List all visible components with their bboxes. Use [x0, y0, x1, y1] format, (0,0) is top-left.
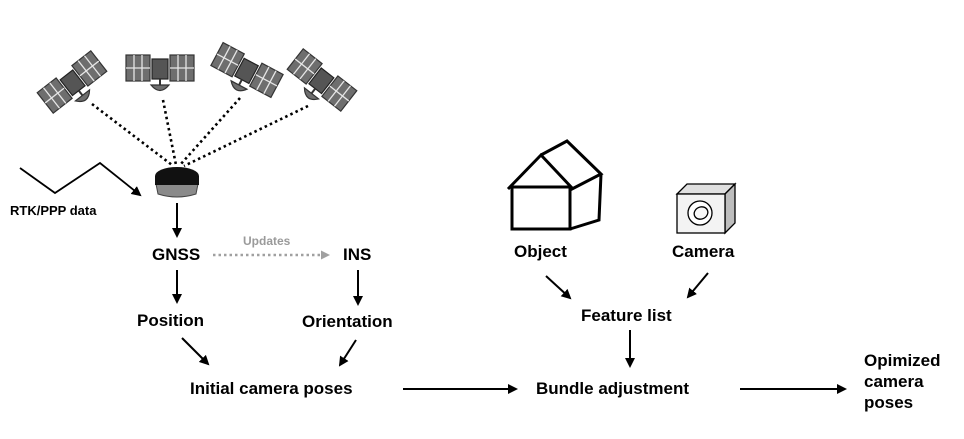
bundle-adjustment-label: Bundle adjustment: [536, 379, 690, 398]
orientation-label: Orientation: [302, 312, 393, 331]
arrow-position-initial: [181, 337, 210, 366]
satellite-icon: [36, 49, 114, 122]
optimized-camera-poses-label: Opimized camera poses: [864, 350, 941, 413]
arrow-object-feature: [545, 275, 572, 300]
updates-label: Updates: [243, 234, 291, 248]
satellite-icon: [205, 41, 285, 107]
satellite-icon: [280, 47, 358, 120]
optimized-line-2: camera: [864, 372, 924, 391]
ins-label: INS: [343, 245, 372, 264]
object-label: Object: [514, 242, 567, 261]
optimized-line-3: poses: [864, 393, 914, 412]
arrow-orientation-initial: [338, 339, 357, 367]
rtk-arrow: [19, 161, 142, 197]
position-label: Position: [137, 311, 205, 330]
gnss-receiver-icon: [155, 167, 199, 198]
camera-icon: [675, 182, 737, 235]
gnss-label: GNSS: [152, 245, 201, 264]
arrow-camera-feature: [686, 272, 709, 299]
initial-camera-poses-label: Initial camera poses: [190, 379, 353, 398]
signal-lines: [91, 97, 309, 168]
optimized-line-1: Opimized: [864, 351, 941, 370]
feature-list-label: Feature list: [581, 306, 672, 325]
house-icon: [506, 139, 604, 231]
rtk-ppp-label: RTK/PPP data: [10, 203, 97, 218]
satellite-icon: [125, 54, 195, 92]
camera-label: Camera: [672, 242, 735, 261]
